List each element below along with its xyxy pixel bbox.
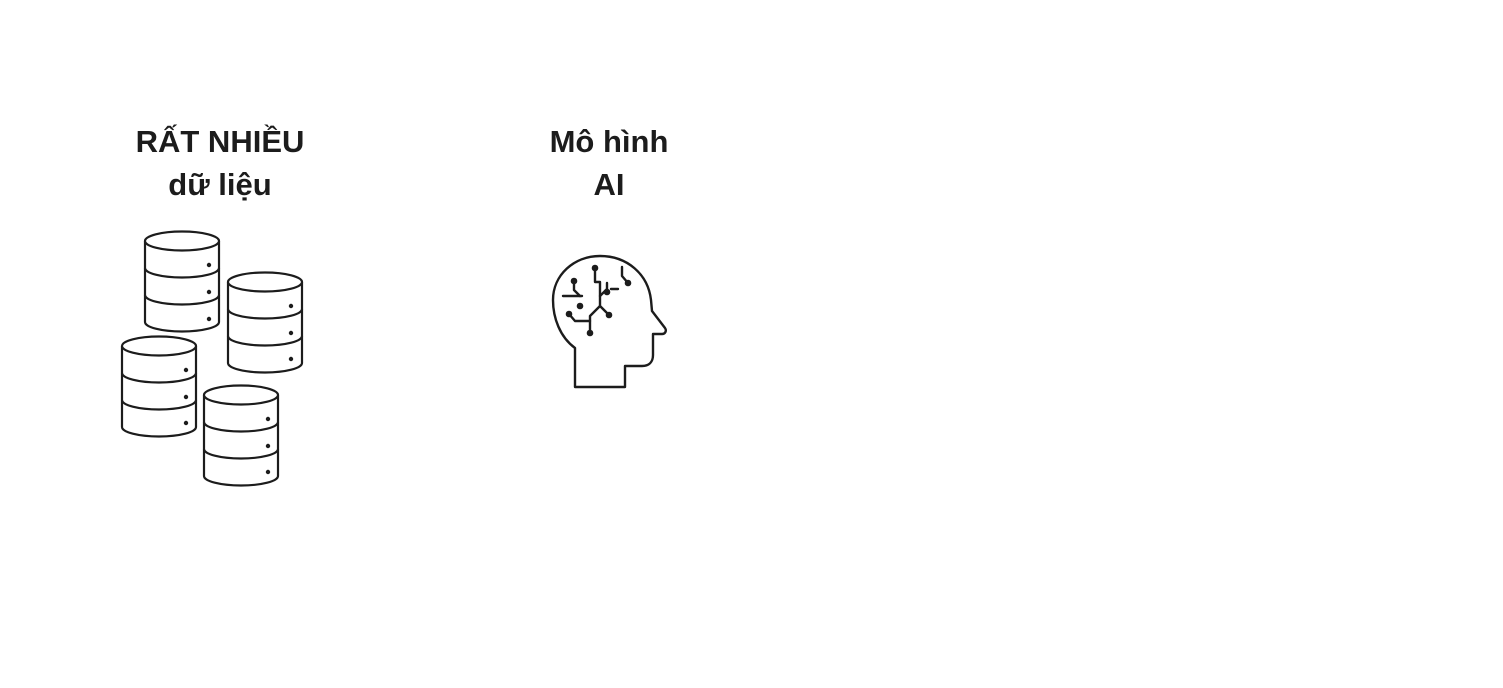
database-cylinder-icon bbox=[202, 384, 280, 487]
data-label: RẤT NHIỀU dữ liệu bbox=[100, 120, 340, 206]
database-cylinder-icon bbox=[143, 230, 221, 333]
database-cylinder-icon bbox=[120, 335, 198, 438]
model-label-line2: AI bbox=[593, 167, 625, 202]
model-label-line1: Mô hình bbox=[549, 124, 669, 159]
database-cylinder-icon bbox=[226, 271, 304, 374]
data-label-line2: dữ liệu bbox=[168, 167, 272, 202]
model-label: Mô hình AI bbox=[489, 120, 729, 206]
data-label-line1: RẤT NHIỀU bbox=[135, 124, 305, 159]
